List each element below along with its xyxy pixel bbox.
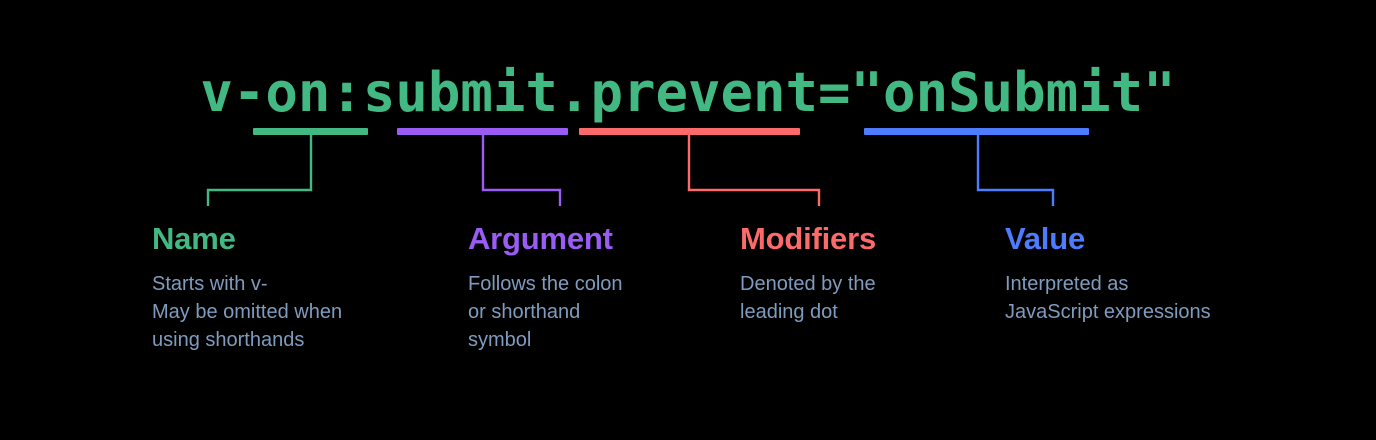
underline-bar-argument [397,128,568,135]
connector-name [206,134,313,206]
description-value: Interpreted as JavaScript expressions [1005,273,1211,323]
underline-bar-value [864,128,1089,135]
connector-argument [481,134,562,206]
heading-modifiers: Modifiers [740,221,876,256]
description-argument: Follows the colon or shorthand symbol [468,273,623,351]
heading-value: Value [1005,221,1085,256]
description-modifiers: Denoted by the leading dot [740,273,876,323]
underline-bar-modifiers [579,128,800,135]
connector-modifiers [687,134,821,206]
heading-argument: Argument [468,221,613,256]
heading-name: Name [152,221,236,256]
code-expression: v-on:submit.prevent="onSubmit" [200,61,1176,124]
underline-bar-name [253,128,368,135]
description-name: Starts with v- May be omitted when using… [152,273,343,351]
connector-value [976,134,1055,206]
